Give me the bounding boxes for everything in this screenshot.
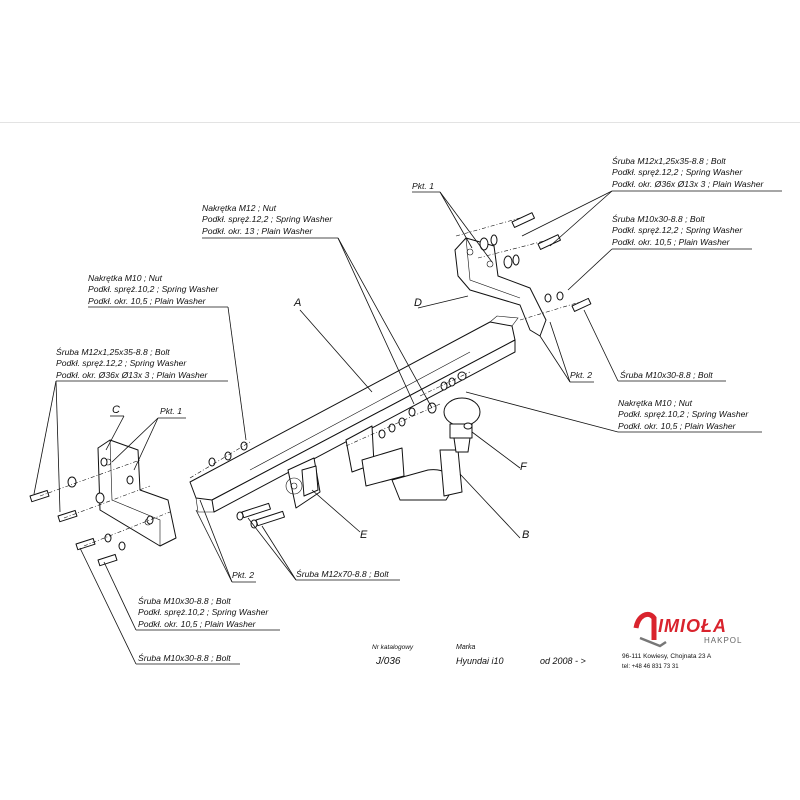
callout-line: Podkł. okr. Ø36x Ø13x 3 ; Plain Washer [56,370,209,380]
callout-line: Śruba M12x1,25x35-8.8 ; Bolt [612,155,726,166]
nuts-right [419,371,471,397]
callout-nut-m12: Nakrętka M12 ; Nut Podkł. spręż.12,2 ; S… [202,203,333,236]
callout-line: Nakrętka M12 ; Nut [202,203,277,213]
vehicle-model: Hyundai i10 [456,656,504,666]
part-label-A: A [293,297,301,309]
bolts-left [29,457,151,523]
crossbar-A [189,315,519,513]
callout-line: Podkł. okr. 10,5 ; Plain Washer [138,619,257,629]
callout-line: Śruba M12x1,25x35-8.8 ; Bolt [56,346,170,357]
callout-line: Podkł. okr. 10,5 ; Plain Washer [88,296,207,306]
callout-line: Podkł. spręż.12,2 ; Spring Washer [612,225,743,235]
callout-right-nut-m10: Nakrętka M10 ; Nut Podkł. spręż.10,2 ; S… [618,398,749,431]
catalog-number: J/036 [375,656,401,667]
part-label-B: B [522,529,529,541]
callout-line: Nakrętka M10 ; Nut [618,398,693,408]
callout-line: Śruba M10x30-8.8 ; Bolt [612,213,705,224]
callout-right-single-bolt: Śruba M10x30-8.8 ; Bolt [620,369,713,380]
logo-hook-icon [633,611,657,640]
callout-line: Śruba M10x30-8.8 ; Bolt [138,595,231,606]
callout-pkt2-right: Pkt. 2 [570,370,592,380]
callout-pkt2-left: Pkt. 2 [232,570,254,580]
logo-sub: HAKPOL [704,636,742,645]
bracket-C [97,439,177,547]
callout-line: Podkł. spręż.12,2 ; Spring Washer [56,358,187,368]
callout-center-bolt: Śruba M12x70-8.8 ; Bolt [296,568,389,579]
callout-top-right: Śruba M12x1,25x35-8.8 ; Bolt Podkł. sprę… [612,155,765,189]
bolts-bottom-left [75,511,171,567]
callout-bottom-m10: Śruba M10x30-8.8 ; Bolt Podkł. spręż.10,… [138,595,269,629]
towball-B [391,397,481,501]
callout-bottom-single-bolt: Śruba M10x30-8.8 ; Bolt [138,652,231,663]
callout-pkt1-left: Pkt. 1 [160,406,182,416]
logo-swoosh-icon [639,636,667,648]
callout-line: Podkł. okr. 13 ; Plain Washer [202,226,313,236]
leader-lines [33,190,782,665]
callout-left-m12: Śruba M12x1,25x35-8.8 ; Bolt Podkł. sprę… [56,346,209,380]
logo-name: IMIOŁA [658,616,727,636]
top-blank-band [0,0,800,123]
callout-pkt1-right: Pkt. 1 [412,181,434,191]
bracket-D [454,237,547,337]
callout-line: Podkł. spręż.12,2 ; Spring Washer [202,214,333,224]
part-label-F: F [520,461,528,473]
callout-line: Podkł. okr. 10,5 ; Plain Washer [612,237,731,247]
company-phone: tel: +48 46 831 73 31 [622,664,679,670]
mount-plate-E [285,457,321,509]
title-block: Nr katalogowy J/036 Marka Hyundai i10 od… [372,644,586,667]
part-F-washer [463,422,473,430]
brand-label: Marka [456,644,476,651]
imiola-logo: IMIOŁA HAKPOL 96-111 Kowiesy, Chojnata 2… [622,611,742,670]
callout-line: Podkł. okr. 10,5 ; Plain Washer [618,421,737,431]
callout-line: Nakrętka M10 ; Nut [88,273,163,283]
catalog-label: Nr katalogowy [372,644,414,651]
bolts-center [236,502,285,529]
callout-nut-m10-left: Nakrętka M10 ; Nut Podkł. spręż.10,2 ; S… [88,273,219,306]
callout-line: Podkł. okr. Ø36x Ø13x 3 ; Plain Washer [612,179,765,189]
part-label-D: D [414,297,422,309]
callout-line: Podkł. spręż.10,2 ; Spring Washer [88,284,219,294]
callout-right-m10: Śruba M10x30-8.8 ; Bolt Podkł. spręż.12,… [612,213,743,247]
callout-line: Podkł. spręż.10,2 ; Spring Washer [618,409,749,419]
nuts-center [345,402,441,447]
part-label-C: C [112,404,120,416]
socket-plate [345,425,405,487]
nuts-left [189,441,251,479]
model-year: od 2008 - > [540,656,586,666]
part-label-E: E [360,529,368,541]
callout-line: Podkł. spręż.10,2 ; Spring Washer [138,607,269,617]
callout-line: Podkł. spręż.12,2 ; Spring Washer [612,167,743,177]
company-address: 96-111 Kowiesy, Chojnata 23 A [622,653,712,660]
